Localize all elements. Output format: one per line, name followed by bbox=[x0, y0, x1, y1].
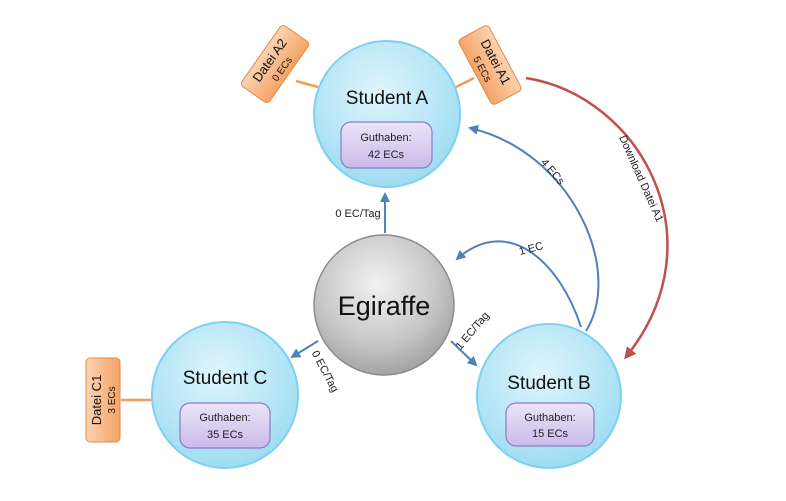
edge-label-egiraffe-b: 1 EC/Tag bbox=[454, 310, 492, 352]
student-c-node: Student C Guthaben: 35 ECs bbox=[151, 321, 299, 469]
download-arrow bbox=[525, 76, 669, 360]
student-c-balance: Guthaben: 35 ECs bbox=[179, 402, 271, 449]
arrow-egiraffe-to-b bbox=[450, 340, 478, 367]
file-a2-box: Datei A2 0 ECs bbox=[240, 25, 310, 103]
student-a-name: Student A bbox=[346, 88, 429, 109]
student-b-node: Student B Guthaben: 15 ECs bbox=[476, 323, 622, 469]
file-c1-box: Datei C1 3 ECs bbox=[85, 357, 121, 443]
arrow-b-to-a bbox=[468, 124, 600, 332]
egiraffe-node: Egiraffe bbox=[313, 234, 455, 376]
connector-a2-a bbox=[295, 79, 319, 89]
edge-label-b-a: 4 ECs bbox=[538, 157, 567, 188]
edge-label-egiraffe-a: 0 EC/Tag bbox=[335, 208, 380, 220]
connector-a1-a bbox=[455, 76, 475, 89]
student-c-balance-label: Guthaben: bbox=[199, 412, 250, 424]
file-a1-box: Datei A1 5 ECs bbox=[458, 25, 522, 105]
student-a-balance-value: 42 ECs bbox=[368, 149, 405, 161]
arrow-b-to-egiraffe bbox=[455, 240, 582, 328]
edge-label-b-egiraffe: 1 EC bbox=[518, 240, 545, 258]
student-c-balance-value: 35 ECs bbox=[207, 429, 244, 441]
student-b-name: Student B bbox=[507, 373, 590, 394]
egiraffe-label: Egiraffe bbox=[338, 291, 431, 321]
student-a-balance: Guthaben: 42 ECs bbox=[340, 121, 433, 169]
file-c1-value: 3 ECs bbox=[107, 386, 118, 413]
edge-label-download: Download Datei A1 bbox=[616, 134, 665, 224]
student-b-balance-value: 15 ECs bbox=[532, 428, 569, 440]
student-b-balance: Guthaben: 15 ECs bbox=[505, 402, 595, 447]
student-b-balance-label: Guthaben: bbox=[524, 412, 575, 424]
file-c1-name: Datei C1 bbox=[89, 375, 104, 426]
student-a-balance-label: Guthaben: bbox=[360, 132, 411, 144]
student-a-node: Student A Guthaben: 42 ECs bbox=[313, 40, 461, 188]
arrow-egiraffe-to-c bbox=[290, 340, 319, 359]
student-c-name: Student C bbox=[183, 368, 268, 389]
